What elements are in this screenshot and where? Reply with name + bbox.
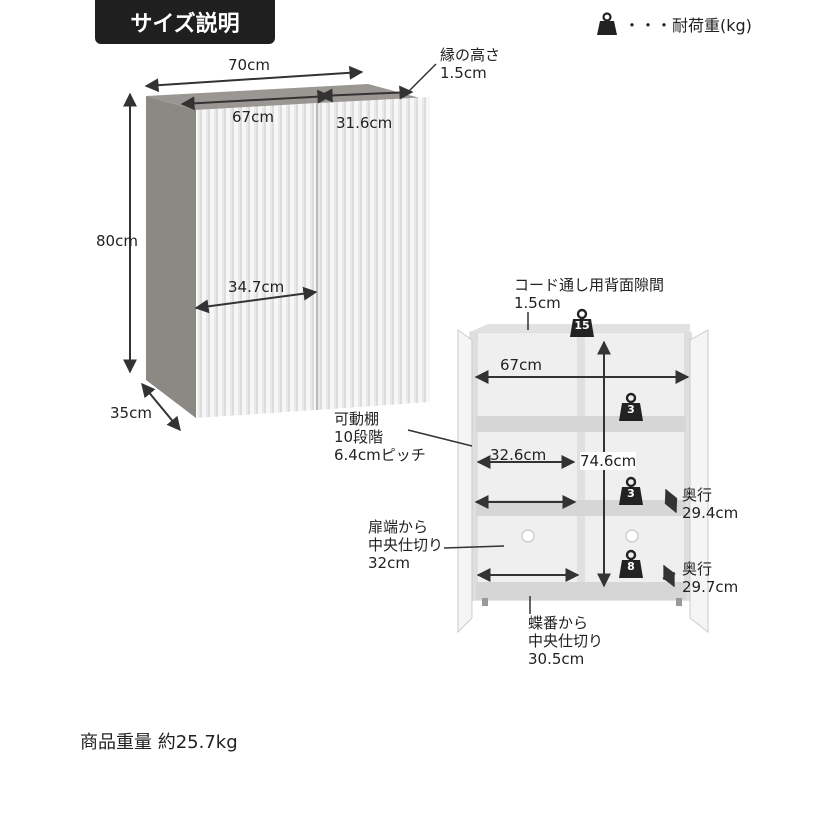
door-divider-leader xyxy=(443,545,505,549)
depth-upper-label: 奥行 29.4cm xyxy=(682,486,739,522)
cord-hole-left xyxy=(521,529,535,543)
right-wall xyxy=(684,332,692,600)
shelf-note-label: 可動棚 10段階 6.4cmピッチ xyxy=(334,410,426,464)
inner-height-label: 74.6cm xyxy=(580,452,637,470)
open-cabinet xyxy=(457,324,709,634)
shelf-note-leader xyxy=(407,429,473,447)
door-to-divider-label: 扉端から 中央仕切り 32cm xyxy=(368,518,444,572)
load-badge-shelf2: 3 xyxy=(618,476,644,506)
handle-width-arrow xyxy=(194,286,318,314)
load-badge-shelf1: 3 xyxy=(618,392,644,422)
legend: ・・・耐荷重(kg) xyxy=(596,12,752,36)
bottom-shelf xyxy=(476,582,686,600)
open-door-right xyxy=(689,329,709,634)
cord-hole-right xyxy=(625,529,639,543)
closed-cabinet xyxy=(146,84,430,418)
legend-text: ・・・耐荷重(kg) xyxy=(624,16,752,35)
cabinet-side-panel xyxy=(146,96,196,418)
load-badge-bottom: 8 xyxy=(618,549,644,579)
product-weight: 商品重量 約25.7kg xyxy=(80,732,238,753)
left-wall xyxy=(470,332,478,600)
shelf-1 xyxy=(476,416,686,432)
inner-width-arrow xyxy=(180,89,332,111)
weight-icon xyxy=(619,476,643,505)
edge-height-label: 縁の高さ 1.5cm xyxy=(440,46,501,82)
shelf-width-label: 32.6cm xyxy=(490,446,547,464)
door-width-label: 31.6cm xyxy=(336,114,393,132)
load-bottom-value: 8 xyxy=(627,560,635,573)
edge-leader xyxy=(407,63,437,93)
depth-upper-arrow xyxy=(664,488,678,514)
depth-lower-arrow xyxy=(662,564,676,588)
inner-width-label: 67cm xyxy=(232,108,274,126)
hinge-to-divider-label: 蝶番から 中央仕切り 30.5cm xyxy=(528,614,604,668)
height-label: 80cm xyxy=(96,232,138,250)
open-door-left xyxy=(457,329,473,634)
door-right xyxy=(318,97,430,410)
door-left xyxy=(196,103,316,418)
door-width-arrow xyxy=(318,85,414,103)
depth-arrow xyxy=(141,382,181,432)
load-shelf2-value: 3 xyxy=(627,487,635,500)
load-shelf1-value: 3 xyxy=(627,403,635,416)
depth-lower-label: 奥行 29.7cm xyxy=(682,560,739,596)
load-top-value: 15 xyxy=(574,319,590,332)
page-title: サイズ説明 xyxy=(95,0,275,44)
width-label: 70cm xyxy=(228,56,270,74)
weight-icon xyxy=(619,392,643,421)
open-inner-width-label: 67cm xyxy=(500,356,542,374)
handle-width-label: 34.7cm xyxy=(228,278,285,296)
weight-icon xyxy=(597,12,617,35)
cord-gap-label: コード通し用背面隙間 1.5cm xyxy=(514,276,665,312)
weight-icon xyxy=(619,549,643,578)
width-arrow xyxy=(144,65,364,93)
weight-icon xyxy=(570,308,594,337)
load-badge-top: 15 xyxy=(569,308,595,338)
depth-label: 35cm xyxy=(110,404,152,422)
